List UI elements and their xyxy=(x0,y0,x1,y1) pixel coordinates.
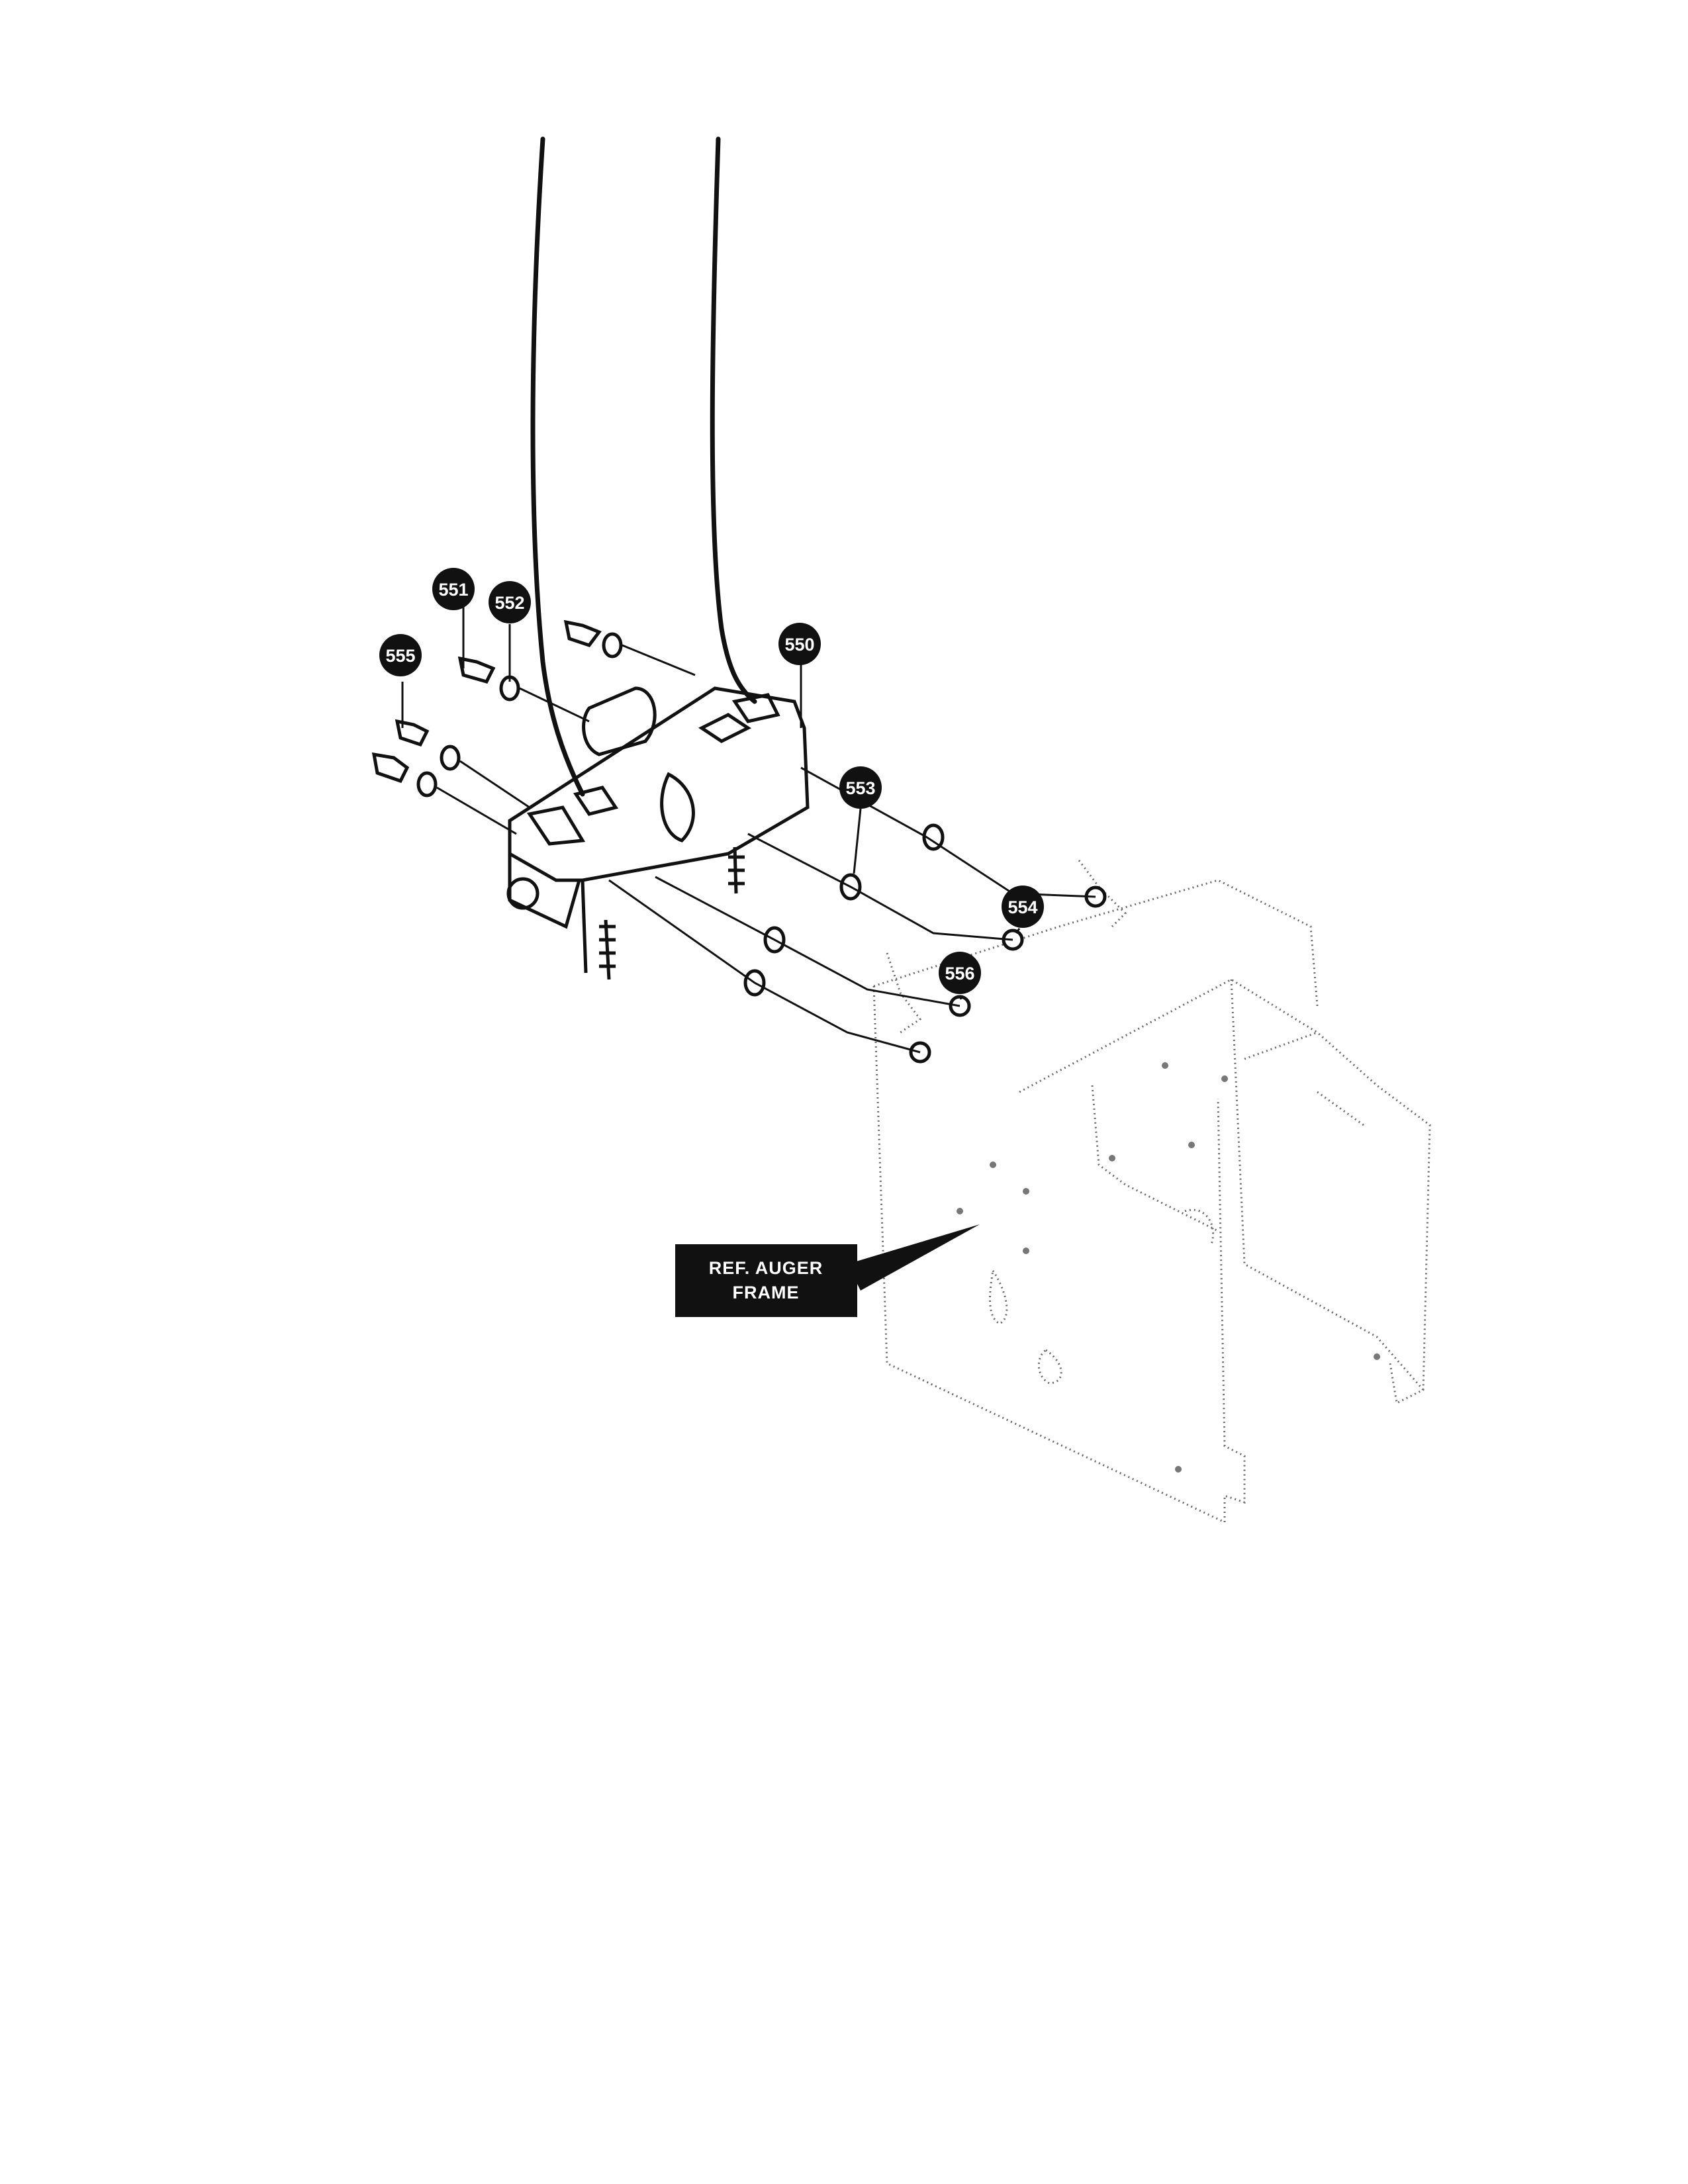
washers xyxy=(416,632,945,997)
ref-label-line2: FRAME xyxy=(733,1283,800,1302)
callout-553-label: 553 xyxy=(845,778,875,798)
cable-right xyxy=(710,136,757,704)
callout-551: 551 xyxy=(432,568,475,610)
assembly-lines xyxy=(436,644,1096,1054)
callout-555: 555 xyxy=(379,634,422,676)
callout-550: 550 xyxy=(778,623,821,665)
bolts xyxy=(371,619,602,784)
callout-550-label: 550 xyxy=(784,635,814,655)
ref-label-line1: REF. AUGER xyxy=(709,1258,823,1278)
control-bracket xyxy=(506,686,810,980)
callout-556: 556 xyxy=(939,952,981,994)
ref-auger-frame-label: REF. AUGER FRAME xyxy=(675,1224,980,1317)
cable-left xyxy=(530,136,585,797)
callout-553: 553 xyxy=(839,766,882,809)
callout-555-label: 555 xyxy=(385,646,415,666)
auger-frame xyxy=(872,860,1431,1524)
callout-552-label: 552 xyxy=(494,593,524,613)
callout-554-label: 554 xyxy=(1008,897,1037,917)
callout-554: 554 xyxy=(1002,886,1044,928)
callout-leaders xyxy=(401,604,1021,1000)
control-cables xyxy=(530,136,757,797)
callout-551-label: 551 xyxy=(438,580,468,600)
callout-556-label: 556 xyxy=(945,964,974,983)
callout-552: 552 xyxy=(489,581,531,623)
